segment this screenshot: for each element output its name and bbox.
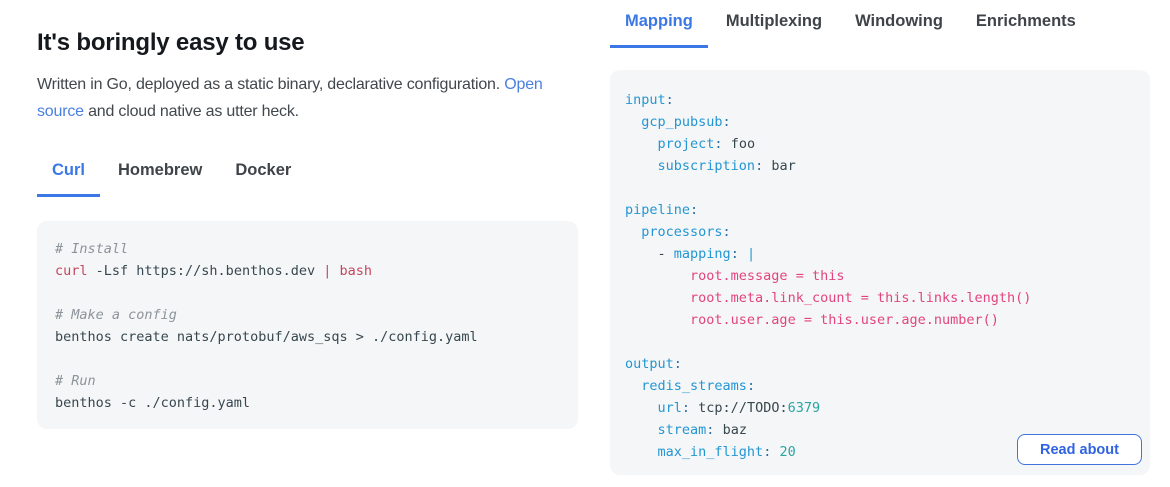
page-title: It's boringly easy to use: [37, 29, 305, 56]
tab-windowing[interactable]: Windowing: [855, 12, 943, 30]
feature-tabs: Mapping Multiplexing Windowing Enrichmen…: [610, 12, 1150, 48]
config-column: Mapping Multiplexing Windowing Enrichmen…: [610, 0, 1150, 475]
config-code-panel: input: gcp_pubsub: project: foo subscrip…: [610, 70, 1150, 475]
config-code: input: gcp_pubsub: project: foo subscrip…: [625, 92, 1032, 460]
tab-curl[interactable]: Curl: [37, 161, 100, 197]
tab-homebrew[interactable]: Homebrew: [118, 161, 203, 179]
tab-mapping[interactable]: Mapping: [610, 12, 708, 48]
install-column: It's boringly easy to use Written in Go,…: [37, 0, 578, 429]
tab-enrichments[interactable]: Enrichments: [975, 12, 1076, 30]
install-tabs: Curl Homebrew Docker: [37, 161, 578, 197]
open-source-link[interactable]: Open source: [37, 76, 543, 120]
description-text-start: Written in Go, deployed as a static bina…: [37, 76, 505, 93]
tab-docker[interactable]: Docker: [235, 161, 292, 179]
read-about-button[interactable]: Read about: [1017, 434, 1142, 465]
tab-multiplexing[interactable]: Multiplexing: [725, 12, 823, 30]
section-description: Written in Go, deployed as a static bina…: [37, 71, 592, 125]
description-text-end: and cloud native as utter heck.: [83, 103, 299, 120]
